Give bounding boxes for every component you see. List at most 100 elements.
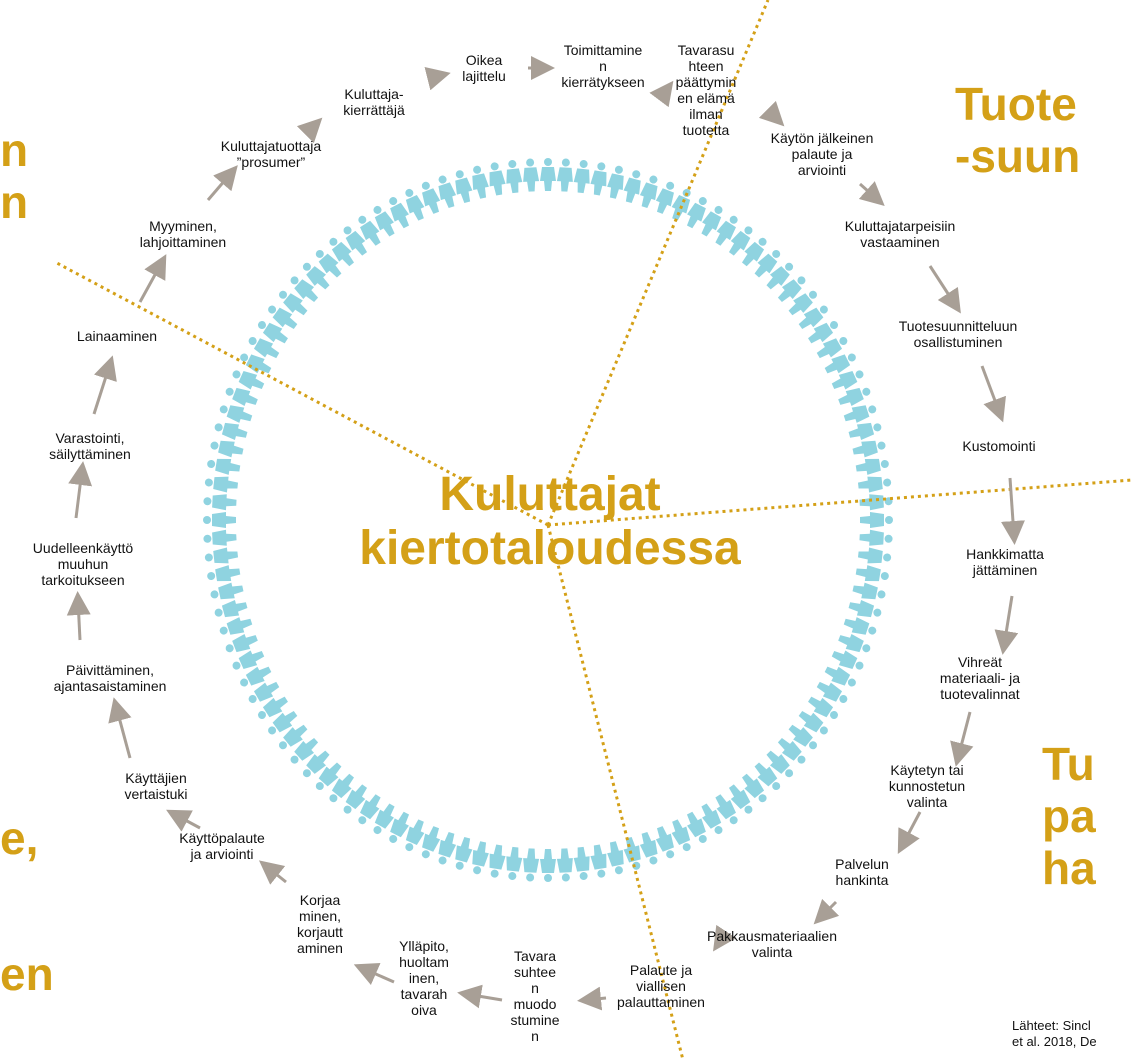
person-figure: [489, 844, 506, 878]
person-figure: [278, 724, 308, 750]
person-figure: [240, 666, 272, 687]
person-figure: [358, 215, 381, 246]
person-figure: [852, 582, 886, 600]
person-figure: [421, 826, 441, 859]
person-figure: [232, 650, 265, 670]
person-figure: [329, 237, 355, 267]
cycle-arrow: [92, 355, 117, 415]
node-kuluttajatarpeisiin: Kuluttajatarpeisiin vastaaminen: [844, 218, 956, 250]
person-figure: [715, 215, 738, 246]
node-korjaaminen: Korjaa minen, korjautt aminen: [297, 892, 343, 956]
side-title-left-mid: e,: [0, 812, 39, 864]
person-figure: [489, 162, 506, 196]
cycle-arrow: [758, 100, 785, 127]
person-figure: [302, 750, 330, 778]
node-palvelun-hankinta: Palvelun hankinta: [835, 856, 889, 888]
node-varastointi: Varastointi, säilyttäminen: [49, 430, 131, 462]
node-toimittaminen: Toimittamine n kierrätykseen: [561, 42, 645, 90]
person-figure: [754, 249, 781, 278]
person-figure: [590, 162, 607, 196]
person-figure: [728, 784, 753, 814]
cycle-arrow: [858, 181, 885, 206]
person-figure: [754, 762, 781, 791]
cycle-arrow: [649, 80, 674, 108]
person-figure: [438, 831, 457, 865]
person-figure: [204, 476, 239, 493]
cycle-arrow: [1000, 477, 1025, 545]
person-figure: [573, 846, 590, 881]
person-figure: [506, 159, 523, 194]
node-lainaaminen: Lainaaminen: [76, 328, 158, 344]
person-figure: [831, 370, 864, 390]
node-prosumer: Kuluttajatuottaja ”prosumer”: [220, 138, 322, 170]
person-figure: [438, 175, 457, 209]
person-figure: [207, 565, 241, 582]
person-figure: [373, 803, 395, 835]
node-palaute-ja-palauttaminen: Palaute ja viallisen palauttaminen: [617, 962, 705, 1010]
cycle-arrow: [713, 924, 737, 952]
person-figure: [860, 512, 893, 528]
person-figure: [302, 262, 330, 290]
person-figure: [523, 158, 540, 192]
person-figure: [777, 737, 806, 764]
person-figure: [248, 337, 280, 359]
cycle-arrow: [813, 898, 840, 925]
person-figure: [358, 794, 381, 825]
person-figure: [315, 762, 342, 791]
person-figure: [219, 405, 253, 423]
person-figure: [373, 205, 395, 237]
person-figure: [607, 841, 624, 875]
person-figure: [728, 226, 753, 256]
person-figure: [824, 666, 856, 687]
divider-line-bottom: [546, 524, 685, 1060]
person-figure: [701, 205, 723, 237]
person-figure: [852, 440, 886, 458]
cycle-arrow: [994, 595, 1019, 655]
person-figure: [278, 290, 308, 316]
node-tuotesuunnittelu: Tuotesuunnitteluun osallistuminen: [898, 318, 1018, 350]
person-figure: [389, 811, 410, 843]
side-title-left-bottom: en: [0, 948, 54, 1000]
person-figure: [248, 681, 280, 703]
person-figure: [203, 494, 237, 511]
person-figure: [788, 724, 818, 750]
node-hankkimatta: Hankkimatta jättäminen: [966, 546, 1044, 578]
person-figure: [210, 582, 244, 600]
person-figure: [766, 262, 794, 290]
node-tavarasuhteen-muodostuminen: Tavara suhtee n muodo stumine n: [510, 948, 560, 1044]
person-figure: [523, 848, 540, 882]
person-figure: [623, 836, 641, 870]
person-figure: [329, 773, 355, 803]
person-figure: [240, 353, 272, 374]
person-figure: [290, 737, 319, 764]
cycle-arrow: [68, 461, 93, 519]
person-figure: [556, 848, 573, 882]
person-figure: [777, 276, 806, 303]
cycle-arrow: [928, 265, 961, 314]
person-figure: [816, 337, 848, 359]
person-figure: [671, 819, 691, 852]
person-figure: [573, 159, 590, 194]
person-figure: [838, 387, 871, 407]
node-kayttopalaute: Käyttöpalaute ja arviointi: [179, 830, 265, 862]
person-figure: [766, 750, 794, 778]
center-title: Kuluttajat kiertotaloudessa: [359, 468, 741, 575]
person-figure: [225, 387, 258, 407]
person-figure: [232, 370, 265, 390]
person-figure: [203, 512, 236, 528]
person-figure: [808, 321, 839, 344]
person-figure: [405, 188, 425, 221]
person-figure: [838, 633, 871, 653]
person-figure: [859, 529, 893, 546]
cycle-arrows: [66, 56, 1025, 1011]
person-figure: [472, 165, 489, 199]
person-figure: [848, 422, 882, 440]
person-figure: [389, 197, 410, 229]
person-figure: [214, 600, 248, 618]
person-figure: [204, 547, 239, 564]
node-kustomointi: Kustomointi: [962, 438, 1036, 454]
person-figure: [225, 633, 258, 653]
person-figure: [808, 696, 839, 719]
